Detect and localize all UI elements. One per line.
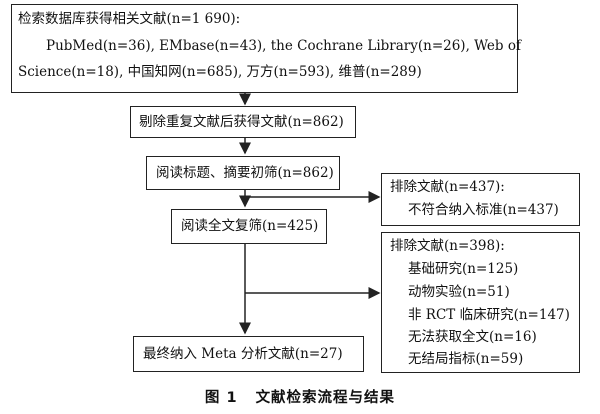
exclude2-title: 排除文献(n=398): [390, 238, 505, 254]
figure-number: 图 1 [204, 390, 238, 406]
search-box: 检索数据库获得相关文献(n=1 690): PubMed(n=36), EMba… [11, 4, 521, 93]
fulltext-box-text: 阅读全文复筛(n=425) [181, 218, 319, 234]
screen-box-text: 阅读标题、摘要初筛(n=862) [156, 165, 334, 181]
dedup-box: 剔除重复文献后获得文献(n=862) [130, 106, 356, 138]
final-box-text: 最终纳入 Meta 分析文献(n=27) [143, 346, 343, 362]
exclude1-title: 排除文献(n=437): [390, 179, 505, 195]
exclude2-item: 非 RCT 临床研究(n=147) [408, 307, 570, 323]
exclude2-item: 无法获取全文(n=16) [408, 329, 537, 345]
figure-caption: 图 1 文献检索流程与结果 [0, 386, 600, 407]
exclude2-box: 排除文献(n=398): 基础研究(n=125) 动物实验(n=51) 非 RC… [381, 232, 580, 373]
figure-title: 文献检索流程与结果 [255, 390, 396, 406]
search-box-line-2: PubMed(n=36), EMbase(n=43), the Cochrane… [46, 38, 521, 54]
exclude2-item: 基础研究(n=125) [408, 261, 519, 277]
exclude2-item: 动物实验(n=51) [408, 284, 510, 300]
screen-box: 阅读标题、摘要初筛(n=862) [146, 156, 340, 190]
exclude1-item: 不符合纳入标准(n=437) [408, 202, 559, 218]
search-box-line-1: 检索数据库获得相关文献(n=1 690): [18, 11, 241, 27]
exclude2-item: 无结局指标(n=59) [408, 351, 524, 367]
dedup-box-text: 剔除重复文献后获得文献(n=862) [139, 114, 344, 130]
exclude1-box: 排除文献(n=437): 不符合纳入标准(n=437) [381, 173, 580, 226]
search-box-line-3: Science(n=18), 中国知网(n=685), 万方(n=593), 维… [18, 64, 422, 80]
fulltext-box: 阅读全文复筛(n=425) [171, 209, 327, 244]
final-box: 最终纳入 Meta 分析文献(n=27) [133, 336, 364, 372]
